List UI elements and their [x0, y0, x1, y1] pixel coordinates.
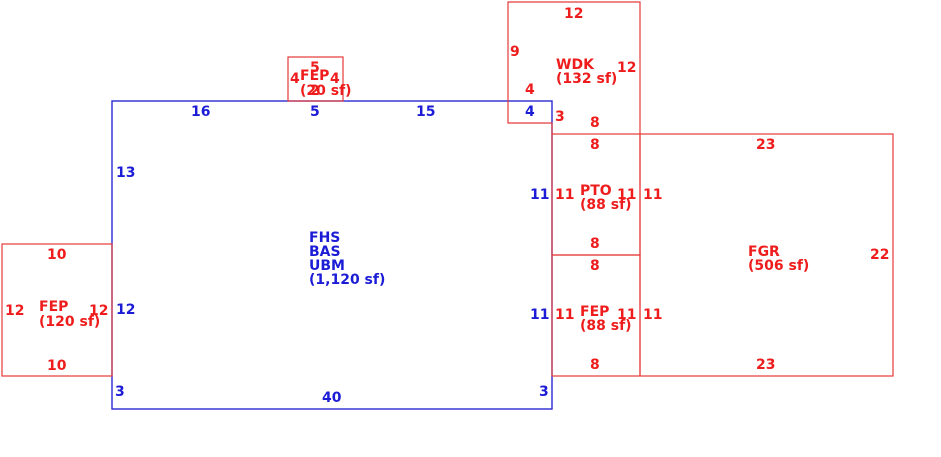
fep-left-dim-bottom: 10 — [47, 358, 67, 374]
main-code-fhs: FHS — [309, 230, 340, 246]
fep-top-outline — [287, 56, 344, 102]
main-dim-left-lower: 12 — [116, 302, 135, 318]
wdk-dim-left: 9 — [510, 44, 520, 60]
pto-dim-top: 8 — [590, 137, 600, 153]
main-dim-corner-bl: 3 — [115, 384, 125, 400]
wdk-dim-bottom: 8 — [590, 115, 600, 131]
fgr-area: (506 sf) — [748, 258, 809, 274]
pto-area: (88 sf) — [580, 197, 632, 213]
fep-top-dim-left: 4 — [290, 71, 300, 87]
fgr-label: FGR — [748, 244, 780, 260]
fep-top-dim-top: 5 — [310, 60, 320, 76]
main-dim-left-upper: 13 — [116, 165, 135, 181]
fep-right-dim-left: 11 — [555, 307, 574, 323]
wdk-dim-right: 12 — [617, 60, 636, 76]
main-dim-bottom: 40 — [322, 390, 342, 406]
fep-right-area: (88 sf) — [580, 318, 632, 334]
main-dim-right-lower: 11 — [530, 307, 549, 323]
fep-left-dim-right: 12 — [89, 303, 108, 319]
pto-dim-bottom: 8 — [590, 236, 600, 252]
fep-right-label: FEP — [580, 304, 609, 320]
main-dim-top-c: 15 — [416, 104, 435, 120]
fgr-dim-bottom: 23 — [756, 357, 775, 373]
fep-right-dim-right: 11 — [617, 307, 636, 323]
fgr-dim-left: 11 — [643, 187, 662, 203]
pto-label: PTO — [580, 183, 612, 199]
wdk-dim-step-v: 3 — [555, 109, 565, 125]
wdk-dim-step-h: 4 — [525, 82, 535, 98]
wdk-dim-top: 12 — [564, 6, 583, 22]
fep-right-dim-bottom: 8 — [590, 357, 600, 373]
main-dim-right-upper: 11 — [530, 187, 549, 203]
pto-dim-left: 11 — [555, 187, 574, 203]
wdk-label: WDK — [556, 57, 595, 73]
pto-dim-right: 11 — [617, 187, 636, 203]
main-code-ubm: UBM — [309, 258, 345, 274]
wdk-outline — [507, 1, 641, 134]
fgr-dim-top: 23 — [756, 137, 775, 153]
fgr-dim-left-lower: 11 — [643, 307, 662, 323]
fep-right-dim-top: 8 — [590, 258, 600, 274]
main-dim-top-b: 5 — [310, 104, 320, 120]
fep-top-label: FEP — [300, 68, 329, 84]
wdk-area: (132 sf) — [556, 71, 617, 87]
main-dim-top-a: 16 — [191, 104, 210, 120]
main-dim-top-d: 4 — [525, 104, 535, 120]
main-area-value: (1,120 sf) — [309, 272, 385, 288]
fep-left-area: (120 sf) — [39, 314, 100, 330]
fep-left-outline — [1, 243, 113, 377]
fgr-outline — [639, 133, 894, 377]
main-dim-corner-br: 3 — [539, 384, 549, 400]
fgr-dim-right: 22 — [870, 247, 889, 263]
fep-left-dim-top: 10 — [47, 247, 67, 263]
fep-top-area: (20 sf) — [300, 83, 352, 99]
main-code-bas: BAS — [309, 244, 341, 260]
fep-top-dim-right: 4 — [330, 71, 340, 87]
fep-left-dim-left: 12 — [5, 303, 24, 319]
fep-top-dim-inner: 2 — [310, 83, 320, 99]
fep-left-label: FEP — [39, 299, 68, 315]
